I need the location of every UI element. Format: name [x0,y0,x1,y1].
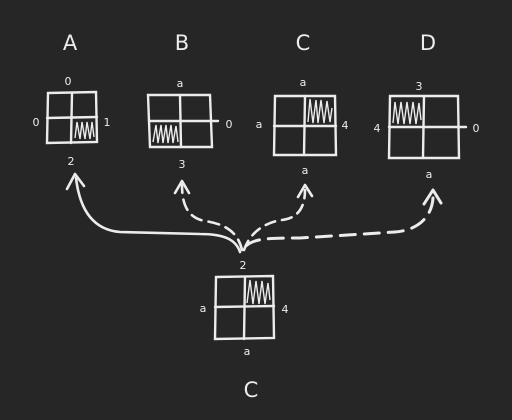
candidate-d-top-number: 3 [416,80,423,93]
source-right-number: 4 [282,303,289,316]
candidate-b-label: B [175,31,189,55]
source-hatch [246,279,271,305]
candidate-d-label: D [420,31,436,55]
candidate-a-top-number: 0 [65,75,72,88]
candidate-c-right-number: 4 [342,119,349,132]
arrow-to-d [244,196,435,248]
candidate-c-left-number: a [256,118,263,131]
arrow-head-d [422,188,443,206]
source-grid [213,274,276,341]
candidate-b-right-number: 0 [226,118,233,131]
candidate-c-grid [272,94,338,157]
candidate-d-left-number: 4 [374,122,381,135]
arrow-to-a [74,176,242,254]
arrow-head-b [173,179,191,195]
candidate-b-hatch [152,124,179,144]
candidate-c-label: C [296,31,311,55]
source-tile: 2 a 4 a C [200,259,289,402]
source-label: C [244,378,259,402]
source-left-number: a [200,302,207,315]
mapping-arrows [65,172,443,254]
arrow-head-c [296,183,314,199]
candidate-d-bottom-number: a [426,168,433,181]
candidate-c-hatch [307,98,333,124]
candidate-c: C a a 4 a [256,31,349,177]
candidate-a: A 0 0 1 2 [33,31,111,168]
candidate-a-bottom-number: 2 [68,155,75,168]
candidate-d-hatch [392,101,422,125]
candidate-a-left-number: 0 [33,116,40,129]
arrow-to-b [180,183,244,252]
candidate-a-grid [45,90,99,145]
candidate-b: B a 0 3 [146,31,233,171]
candidate-b-top-number: a [177,77,184,90]
candidate-d-right-number: 0 [473,122,480,135]
candidate-d: D 3 4 0 a [374,31,480,181]
candidate-a-right-number: 1 [104,116,111,129]
candidate-d-grid [387,94,468,160]
candidate-a-label: A [63,31,78,55]
candidate-b-grid [146,93,220,149]
source-top-number: 2 [240,259,247,272]
candidate-c-top-number: a [300,76,307,89]
arrow-to-c [242,188,307,252]
candidate-a-hatch [74,121,95,140]
source-bottom-number: a [244,345,251,358]
arrow-head-a [65,172,86,191]
candidate-b-bottom-number: 3 [179,158,186,171]
candidate-c-bottom-number: a [302,164,309,177]
